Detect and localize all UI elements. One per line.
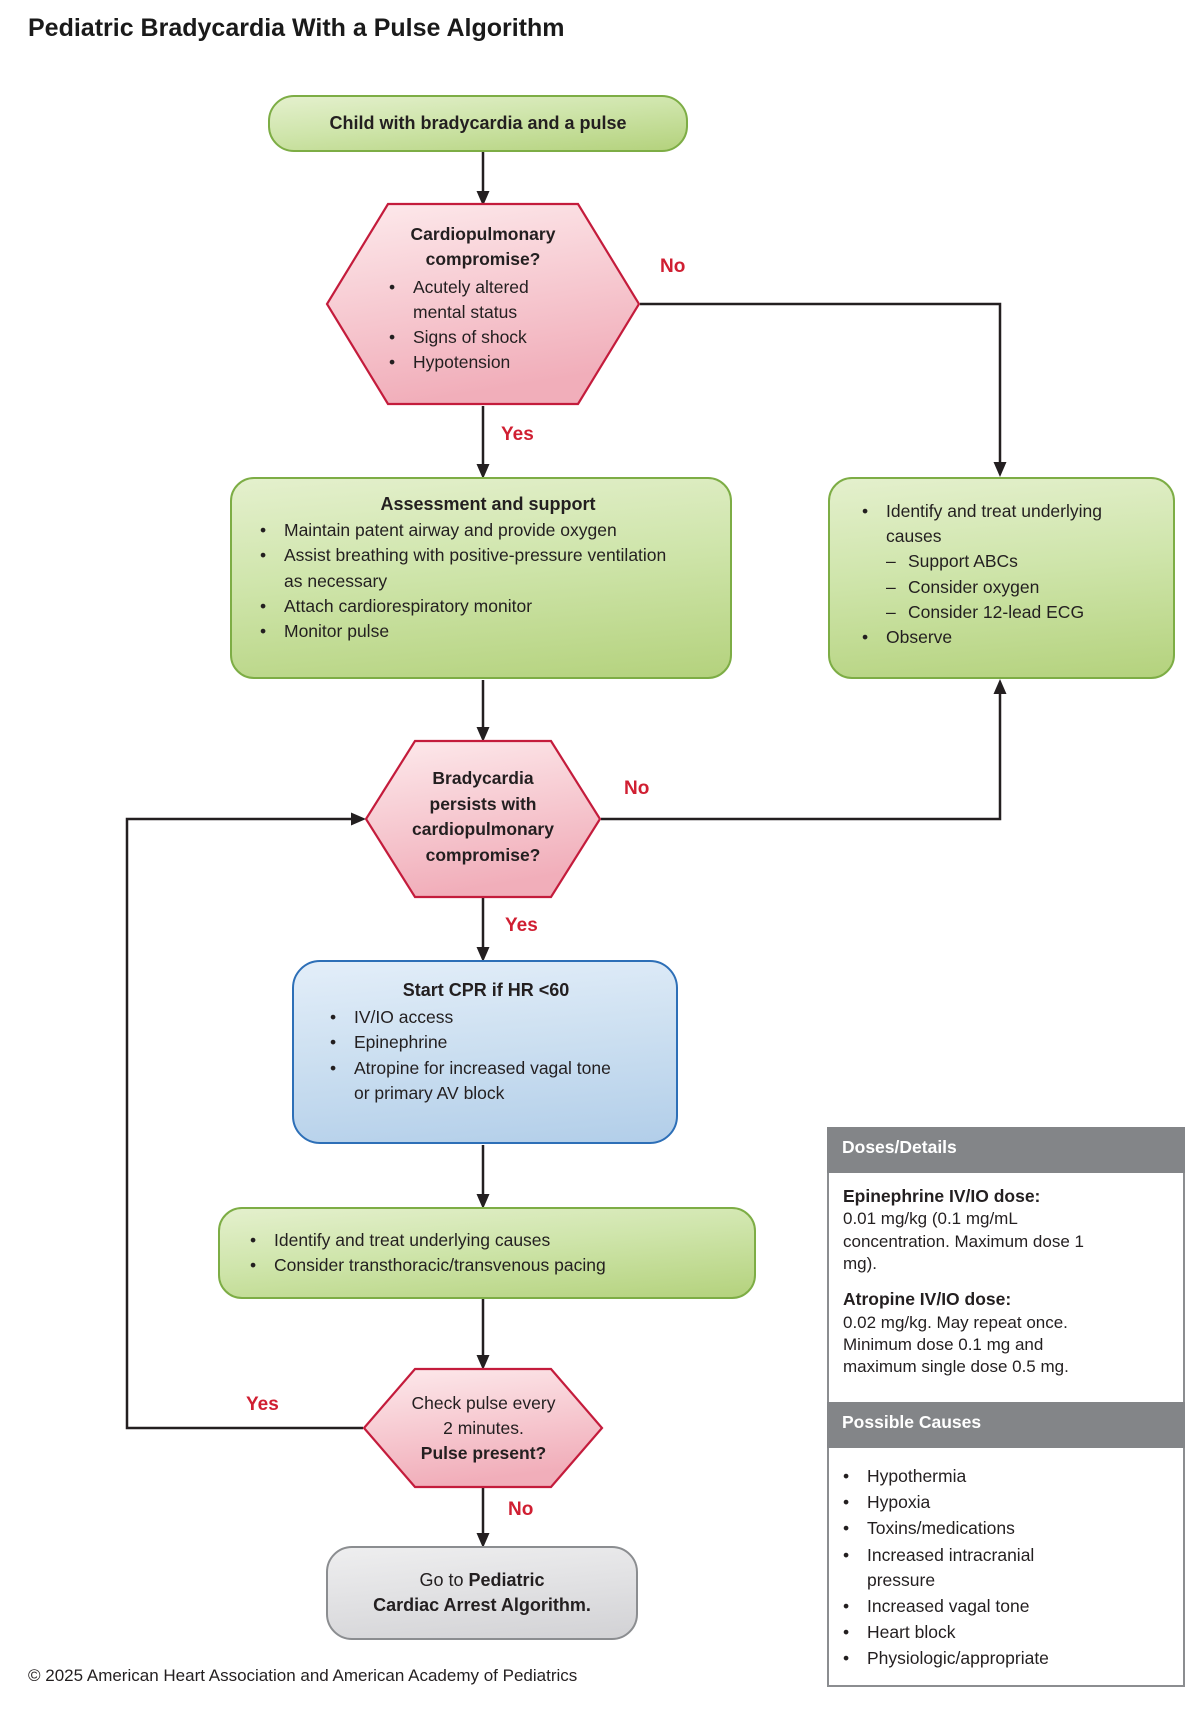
observe-sub-item: Support ABCs bbox=[886, 549, 1134, 574]
start-label: Child with bradycardia and a pulse bbox=[329, 113, 627, 134]
cpr-bullet: IV/IO access bbox=[330, 1005, 624, 1030]
hexagon-pulse-check bbox=[362, 1367, 604, 1489]
cpr-bullet: Epinephrine bbox=[330, 1030, 624, 1055]
hexagon-bradycardia-persists bbox=[364, 739, 602, 899]
node-start: Child with bradycardia and a pulse bbox=[268, 95, 688, 152]
node-identify-observe: Identify and treat underlying causes Sup… bbox=[828, 477, 1175, 679]
doses-details-panel: Doses/Details Epinephrine IV/IO dose: 0.… bbox=[827, 1127, 1185, 1406]
bullet-marker bbox=[260, 543, 284, 593]
node-cardiac-arrest: Go to Pediatric Cardiac Arrest Algorithm… bbox=[326, 1546, 638, 1640]
atropine-dose-section: Atropine IV/IO dose: 0.02 mg/kg. May rep… bbox=[843, 1288, 1109, 1378]
assessment-title: Assessment and support bbox=[380, 494, 596, 514]
label-yes-pulse: Yes bbox=[246, 1394, 279, 1415]
bullet-marker bbox=[260, 518, 284, 543]
epinephrine-dose-heading: Epinephrine IV/IO dose: bbox=[843, 1186, 1041, 1206]
bullet-marker bbox=[330, 1056, 354, 1106]
node-assessment-support: Assessment and support Maintain patent a… bbox=[230, 477, 732, 679]
cause-item: Toxins/medications bbox=[843, 1516, 1078, 1541]
dash-marker bbox=[886, 549, 908, 574]
pacing-bullet: Consider transthoracic/transvenous pacin… bbox=[250, 1253, 606, 1278]
bullet-marker bbox=[250, 1253, 274, 1278]
assessment-bullet: Attach cardiorespiratory monitor bbox=[260, 594, 690, 619]
observe-bullet: Observe bbox=[862, 625, 1134, 650]
pacing-bullet: Identify and treat underlying causes bbox=[250, 1228, 606, 1253]
label-yes-persists: Yes bbox=[505, 915, 538, 936]
bullet-marker bbox=[862, 499, 886, 549]
cause-item: Hypothermia bbox=[843, 1464, 1078, 1489]
page-title: Pediatric Bradycardia With a Pulse Algor… bbox=[28, 14, 565, 42]
assessment-bullet: Maintain patent airway and provide oxyge… bbox=[260, 518, 690, 543]
bullet-marker bbox=[843, 1646, 867, 1671]
pulse-check-question: Check pulse every 2 minutes. Pulse prese… bbox=[411, 1391, 556, 1466]
cause-item: Increased intracranial pressure bbox=[843, 1543, 1078, 1593]
atropine-dose-heading: Atropine IV/IO dose: bbox=[843, 1289, 1012, 1310]
causes-panel-body: Hypothermia Hypoxia Toxins/medications I… bbox=[827, 1448, 1185, 1687]
bullet-marker bbox=[389, 275, 413, 325]
bullet-marker bbox=[843, 1543, 867, 1593]
assessment-bullet: Assist breathing with positive-pressure … bbox=[260, 543, 690, 593]
compromise-title: Cardiopulmonary compromise? bbox=[410, 224, 556, 270]
bullet-marker bbox=[843, 1490, 867, 1515]
label-no-pulse: No bbox=[508, 1499, 534, 1520]
compromise-bullet: Signs of shock bbox=[389, 325, 579, 350]
observe-sub-item: Consider oxygen bbox=[886, 575, 1134, 600]
epinephrine-dose-section: Epinephrine IV/IO dose: 0.01 mg/kg (0.1 … bbox=[843, 1185, 1109, 1275]
doses-panel-body: Epinephrine IV/IO dose: 0.01 mg/kg (0.1 … bbox=[827, 1173, 1185, 1406]
epinephrine-dose-text: 0.01 mg/kg (0.1 mg/mL concentration. Max… bbox=[843, 1209, 1084, 1273]
bullet-marker bbox=[843, 1516, 867, 1541]
compromise-bullet: Hypotension bbox=[389, 350, 579, 375]
dash-marker bbox=[886, 575, 908, 600]
label-no-persists: No bbox=[624, 778, 650, 799]
compromise-bullet: Acutely altered mental status bbox=[389, 275, 579, 325]
cpr-bullet: Atropine for increased vagal tone or pri… bbox=[330, 1056, 624, 1106]
pulse-check-text: Check pulse every 2 minutes. bbox=[411, 1393, 556, 1438]
node-pacing: Identify and treat underlying causes Con… bbox=[218, 1207, 756, 1299]
bullet-marker bbox=[389, 350, 413, 375]
cause-item: Increased vagal tone bbox=[843, 1594, 1078, 1619]
arrow-pulsecheck-yes-loop bbox=[125, 812, 366, 1430]
bullet-marker bbox=[330, 1030, 354, 1055]
node-start-cpr: Start CPR if HR <60 IV/IO access Epineph… bbox=[292, 960, 678, 1144]
bullet-marker bbox=[389, 325, 413, 350]
label-no-compromise: No bbox=[660, 256, 686, 277]
atropine-dose-text: 0.02 mg/kg. May repeat once. Minimum dos… bbox=[843, 1312, 1069, 1377]
bullet-marker bbox=[843, 1464, 867, 1489]
arrow-compromise-no bbox=[640, 302, 1007, 477]
cause-item: Hypoxia bbox=[843, 1490, 1078, 1515]
cause-item: Physiologic/appropriate bbox=[843, 1646, 1078, 1671]
cause-item: Heart block bbox=[843, 1620, 1078, 1645]
bullet-marker bbox=[250, 1228, 274, 1253]
cpr-title: Start CPR if HR <60 bbox=[402, 980, 570, 1000]
pulse-present-text: Pulse present? bbox=[420, 1442, 547, 1463]
possible-causes-panel: Possible Causes Hypothermia Hypoxia Toxi… bbox=[827, 1402, 1185, 1687]
bullet-marker bbox=[260, 594, 284, 619]
compromise-question: Cardiopulmonary compromise? Acutely alte… bbox=[341, 222, 625, 376]
arrest-label: Go to Pediatric Cardiac Arrest Algorithm… bbox=[373, 1569, 591, 1615]
bullet-marker bbox=[843, 1594, 867, 1619]
arrow-persists-no bbox=[601, 679, 1007, 821]
copyright-notice: © 2025 American Heart Association and Am… bbox=[28, 1666, 578, 1685]
persists-question: Bradycardia persists with cardiopulmonar… bbox=[412, 768, 554, 866]
bullet-marker bbox=[330, 1005, 354, 1030]
bullet-marker bbox=[260, 619, 284, 644]
label-yes-compromise: Yes bbox=[501, 424, 534, 445]
bullet-marker bbox=[843, 1620, 867, 1645]
observe-sub-item: Consider 12-lead ECG bbox=[886, 600, 1134, 625]
bullet-marker bbox=[862, 625, 886, 650]
assessment-bullet: Monitor pulse bbox=[260, 619, 690, 644]
causes-panel-header: Possible Causes bbox=[827, 1402, 1185, 1448]
dash-marker bbox=[886, 600, 908, 625]
doses-panel-header: Doses/Details bbox=[827, 1127, 1185, 1173]
observe-bullet: Identify and treat underlying causes bbox=[862, 499, 1134, 549]
